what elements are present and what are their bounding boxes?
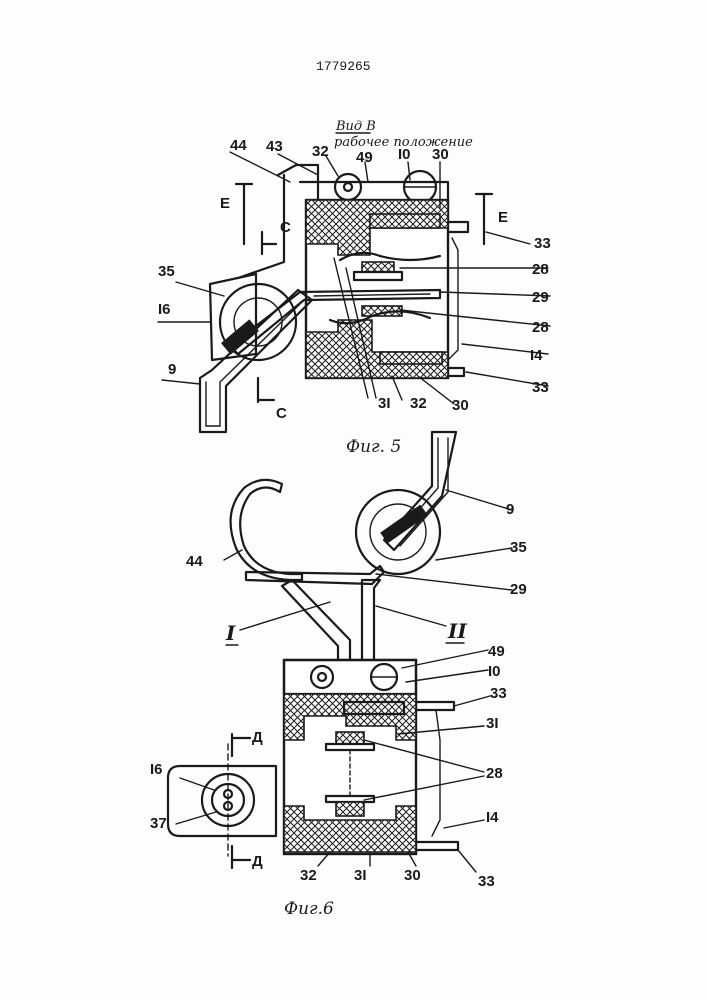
fig6-label-35: 35 <box>510 539 527 556</box>
fig6-link-I <box>282 580 350 666</box>
figure-6: Д Д I II 9 35 29 44 49 I0 3 <box>150 432 527 919</box>
fig6-label-16: I6 <box>150 761 163 778</box>
fig5-section-E-left: Е <box>220 195 230 212</box>
fig6-label-44: 44 <box>186 553 203 570</box>
fig5-label-32-top: 32 <box>312 143 329 160</box>
fig6-leader-9 <box>446 490 512 510</box>
fig5-label-10: I0 <box>398 146 411 163</box>
fig5-terminal-33-top <box>448 222 468 232</box>
fig5-label-9: 9 <box>168 361 176 378</box>
fig5-label-33-bottom: 33 <box>532 379 549 396</box>
fig5-contact-plate-bottom <box>380 352 442 364</box>
fig6-label-33-top: 33 <box>490 685 507 702</box>
fig5-leader-32-bottom <box>392 376 402 400</box>
fig6-leader-10 <box>406 670 488 682</box>
fig5-contact-28-upper <box>362 262 394 272</box>
fig5-label-43: 43 <box>266 138 283 155</box>
fig5-label-44: 44 <box>230 137 247 154</box>
fig5-label-30-bottom: 30 <box>452 397 469 414</box>
fig5-leader-35 <box>176 282 224 296</box>
fig5-label-35: 35 <box>158 263 175 280</box>
fig6-label-32: 32 <box>300 867 317 884</box>
fig6-leader-33-top <box>454 696 490 706</box>
fig6-position-II: II <box>447 619 467 643</box>
fig5-label-29: 29 <box>532 289 549 306</box>
fig5-label-33-top: 33 <box>534 235 551 252</box>
fig5-label-28-b: 28 <box>532 319 549 336</box>
fig6-hook-44 <box>231 480 302 580</box>
fig6-label-31-top: 3I <box>486 715 499 732</box>
fig5-label-16: I6 <box>158 301 171 318</box>
fig5-handle-link <box>222 320 259 354</box>
fig5-section-C-top: С <box>280 219 291 236</box>
fig5-section-C-bottom: С <box>276 405 287 422</box>
fig6-leader-35 <box>436 548 512 560</box>
fig6-leader-29 <box>376 574 512 590</box>
fig5-terminal-33-bottom <box>448 368 464 376</box>
fig5-leader-9 <box>162 380 200 384</box>
fig5-caption: Фиг. 5 <box>346 437 401 457</box>
fig5-label-14: I4 <box>530 347 543 364</box>
fig6-contact-28-upper <box>336 732 364 744</box>
fig5-label-31: 3I <box>378 395 391 412</box>
fig6-section-D-bottom: Д <box>252 853 263 870</box>
fig6-wire-14 <box>432 710 440 836</box>
fig5-pin-49-core <box>344 183 352 191</box>
fig6-label-29: 29 <box>510 581 527 598</box>
fig6-leader-I <box>240 602 330 630</box>
fig5-pin-49 <box>335 174 361 200</box>
fig6-label-49: 49 <box>488 643 505 660</box>
fig5-label-49: 49 <box>356 149 373 166</box>
fig6-label-28: 28 <box>486 765 503 782</box>
fig6-leader-14 <box>444 820 484 828</box>
fig6-label-9: 9 <box>506 501 514 518</box>
fig6-leader-33-bottom <box>458 850 476 872</box>
fig6-label-30: 30 <box>404 867 421 884</box>
fig5-leader-33-top <box>486 232 530 244</box>
fig6-terminal-33-top <box>416 702 454 710</box>
figure-5: Вид В рабочее положение <box>158 119 551 457</box>
fig6-position-I: I <box>225 621 236 645</box>
fig5-label-28-a: 28 <box>532 261 549 278</box>
fig5-wire-14 <box>448 238 458 360</box>
fig6-label-14: I4 <box>486 809 499 826</box>
fig6-link-II <box>362 580 380 664</box>
fig6-terminal-33-bottom <box>416 842 458 850</box>
fig6-leader-II <box>376 606 446 626</box>
fig6-label-31-bottom: 3I <box>354 867 367 884</box>
fig6-contact-28-lower <box>336 802 364 816</box>
fig5-label-32-bottom: 32 <box>410 395 427 412</box>
fig5-view-title: Вид В <box>335 119 376 134</box>
fig5-section-E-right: Е <box>498 209 508 226</box>
fig5-leader-44 <box>230 152 290 182</box>
fig5-label-30-top: 30 <box>432 146 449 163</box>
fig6-section-D-top: Д <box>252 729 263 746</box>
fig6-label-10: I0 <box>488 663 501 680</box>
fig6-label-33-bottom: 33 <box>478 873 495 890</box>
fig6-label-37: 37 <box>150 815 167 832</box>
fig6-caption: Фиг.6 <box>284 899 334 919</box>
fig5-contact-plate-top <box>370 214 440 228</box>
patent-number: 1779265 <box>316 59 371 74</box>
